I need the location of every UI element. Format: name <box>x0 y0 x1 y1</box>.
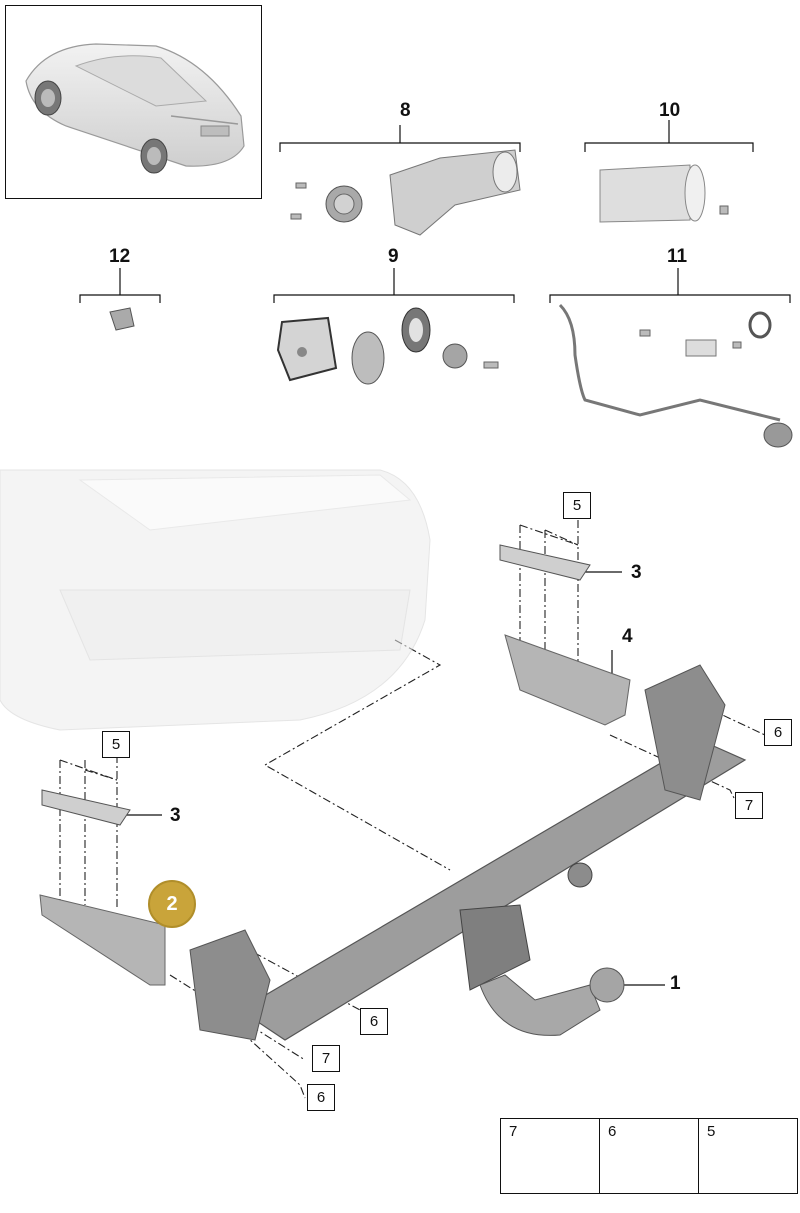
part-6-lower-box[interactable]: 6 <box>307 1084 335 1111</box>
part-7-right-box[interactable]: 7 <box>735 792 763 819</box>
group-12-parts <box>109 307 135 331</box>
part-5-top-box[interactable]: 5 <box>563 492 591 519</box>
group-11-label[interactable]: 11 <box>667 246 688 267</box>
part-4-label[interactable]: 4 <box>622 626 633 647</box>
legend-item-5[interactable]: 5 <box>699 1119 796 1193</box>
tow-bar-assembly <box>39 544 747 1041</box>
part-6-bottom-box[interactable]: 6 <box>360 1008 388 1035</box>
group-10-label[interactable]: 10 <box>659 100 681 121</box>
group-8-parts <box>290 149 521 236</box>
part-3-right-label[interactable]: 3 <box>631 562 642 583</box>
group-8-label[interactable]: 8 <box>400 100 411 121</box>
part-6-right-box[interactable]: 6 <box>764 719 792 746</box>
group-10-parts <box>599 164 729 223</box>
legend-label-5: 5 <box>707 1123 716 1140</box>
vehicle-thumbnail <box>5 5 262 199</box>
legend-item-6[interactable]: 6 <box>600 1119 699 1193</box>
group-12-label[interactable]: 12 <box>109 246 131 267</box>
legend-label-7: 7 <box>509 1123 518 1140</box>
group-9-parts <box>276 307 499 385</box>
part-3-left-label[interactable]: 3 <box>170 805 181 826</box>
part-5-left-box[interactable]: 5 <box>102 731 130 758</box>
group-11-parts <box>558 303 793 448</box>
part-7-bottom-box[interactable]: 7 <box>312 1045 340 1072</box>
fastener-legend: 7 6 5 <box>500 1118 798 1194</box>
legend-item-7[interactable]: 7 <box>501 1119 600 1193</box>
part-2-highlight-badge[interactable]: 2 <box>148 880 196 928</box>
group-9-label[interactable]: 9 <box>388 246 399 267</box>
legend-label-6: 6 <box>608 1123 617 1140</box>
car-rear-view-icon <box>25 43 245 174</box>
part-1-label[interactable]: 1 <box>670 973 681 994</box>
vehicle-rear-outline <box>0 469 431 731</box>
